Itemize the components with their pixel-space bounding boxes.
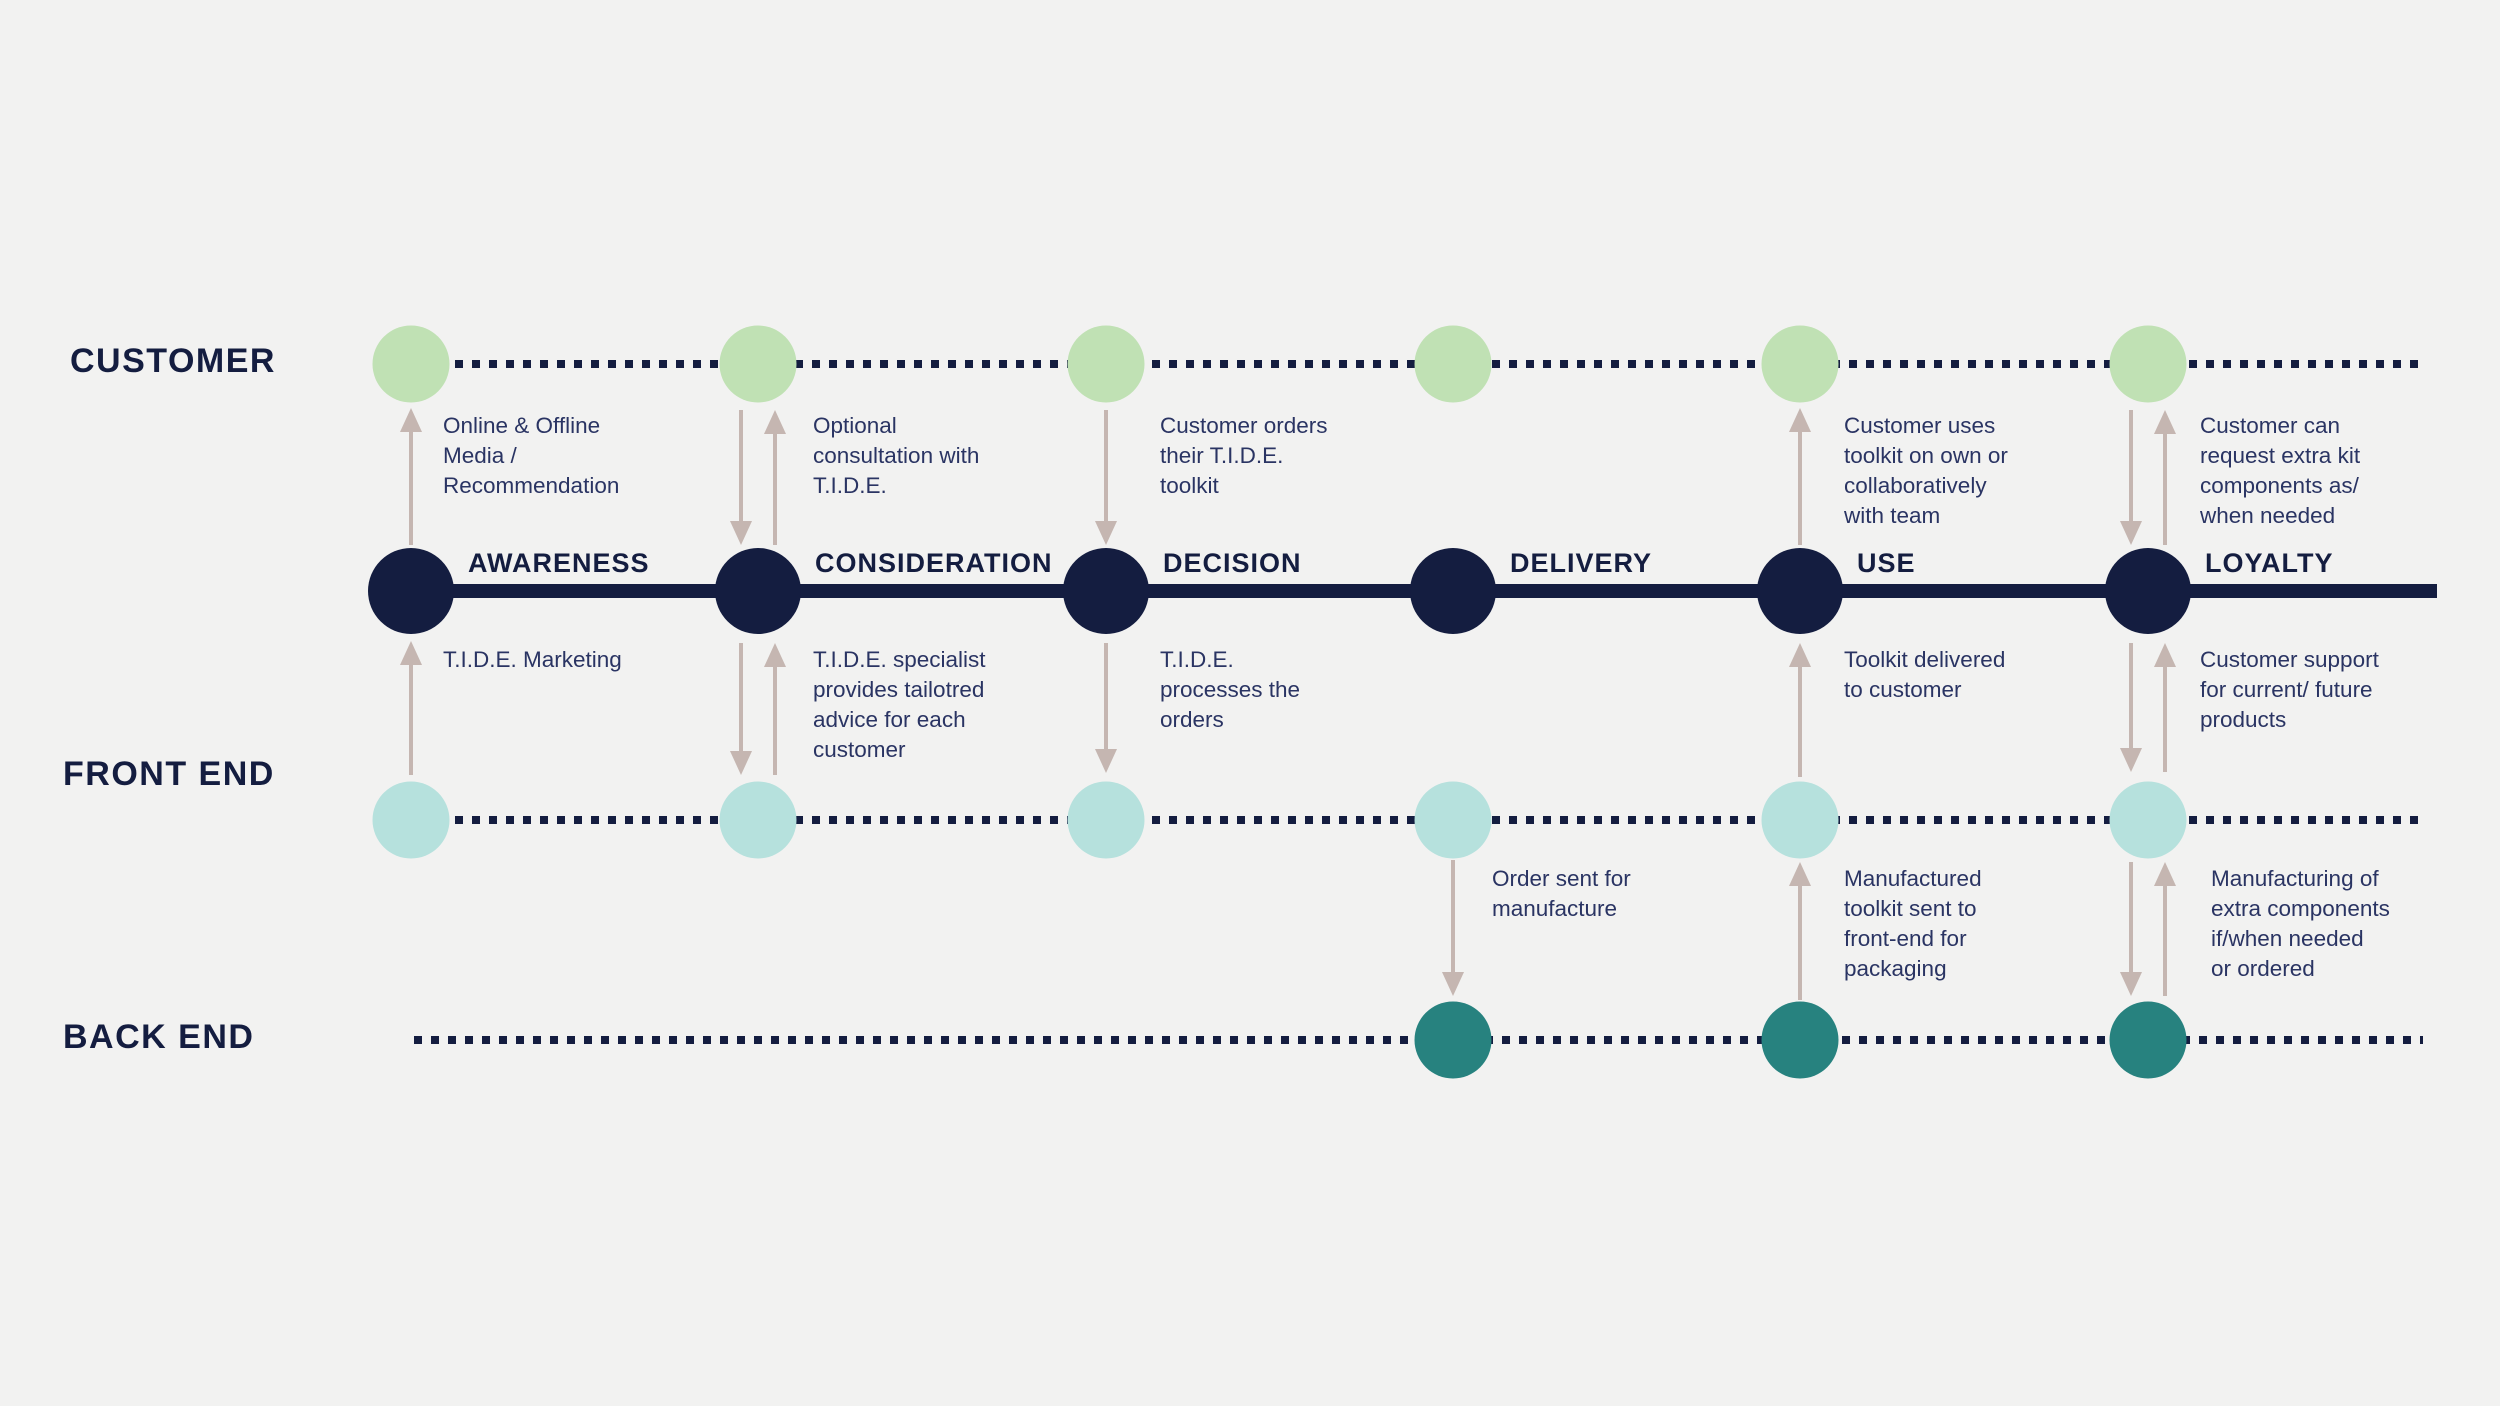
frontend-touchpoint-dot xyxy=(1761,781,1839,859)
annotation-text: T.I.D.E. specialist provides tailotred a… xyxy=(813,647,986,762)
arrow-up-icon xyxy=(400,408,422,545)
stage-label-consideration: CONSIDERATION xyxy=(815,548,1053,578)
annotation-text: Customer uses toolkit on own or collabor… xyxy=(1844,413,2008,528)
arrow-up-icon xyxy=(764,410,786,545)
arrow-up-icon xyxy=(2154,410,2176,545)
row-label-back-end: BACK END xyxy=(63,1018,255,1056)
annotation-text: Optional consultation with T.I.D.E. xyxy=(813,413,980,498)
row-label-customer: CUSTOMER xyxy=(70,342,276,380)
arrow-down-icon xyxy=(1095,643,1117,773)
stage-node-dot xyxy=(1063,548,1149,634)
backend-touchpoint-dot xyxy=(2109,1001,2187,1079)
stage-node-dot xyxy=(1757,548,1843,634)
arrow-up-icon xyxy=(1789,643,1811,777)
annotation-text: Customer support for current/ future pro… xyxy=(2200,647,2379,732)
stage-node-dot xyxy=(715,548,801,634)
backend-touchpoint-dot xyxy=(1761,1001,1839,1079)
customer-touchpoint-dot xyxy=(719,325,797,403)
annotation-text: Manufactured toolkit sent to front-end f… xyxy=(1844,866,1982,981)
annotation-text: Order sent for manufacture xyxy=(1492,866,1631,921)
backend-touchpoint-dot xyxy=(1414,1001,1492,1079)
frontend-touchpoint-dot xyxy=(719,781,797,859)
annotation-text: T.I.D.E. processes the orders xyxy=(1160,647,1301,732)
arrow-up-icon xyxy=(2154,862,2176,996)
arrow-down-icon xyxy=(1442,860,1464,996)
arrow-down-icon xyxy=(2120,643,2142,772)
arrow-up-icon xyxy=(1789,408,1811,545)
annotation-text: T.I.D.E. Marketing xyxy=(443,647,622,672)
arrow-up-icon xyxy=(2154,643,2176,772)
frontend-touchpoint-dot xyxy=(372,781,450,859)
stage-node-dot xyxy=(1410,548,1496,634)
annotation-text: Toolkit delivered to customer xyxy=(1844,647,2006,702)
stage-label-loyalty: LOYALTY xyxy=(2205,548,2334,578)
arrow-up-icon xyxy=(1789,862,1811,1000)
stage-node-dot xyxy=(2105,548,2191,634)
annotation-text: Manufacturing of extra components if/whe… xyxy=(2211,866,2390,981)
customer-touchpoint-dot xyxy=(2109,325,2187,403)
stage-node-dot xyxy=(368,548,454,634)
customer-touchpoint-dot xyxy=(372,325,450,403)
arrow-up-icon xyxy=(400,641,422,775)
customer-touchpoint-dot xyxy=(1067,325,1145,403)
stage-label-decision: DECISION xyxy=(1163,548,1302,578)
stage-label-awareness: AWARENESS xyxy=(468,548,650,578)
arrow-down-icon xyxy=(730,410,752,545)
annotation-text: Online & Offline Media / Recommendation xyxy=(443,413,620,498)
frontend-touchpoint-dot xyxy=(1067,781,1145,859)
arrow-up-icon xyxy=(764,643,786,775)
arrow-down-icon xyxy=(1095,410,1117,545)
arrow-down-icon xyxy=(730,643,752,775)
arrow-down-icon xyxy=(2120,410,2142,545)
customer-touchpoint-dot xyxy=(1761,325,1839,403)
customer-touchpoint-dot xyxy=(1414,325,1492,403)
arrow-down-icon xyxy=(2120,862,2142,996)
frontend-touchpoint-dot xyxy=(2109,781,2187,859)
stage-label-delivery: DELIVERY xyxy=(1510,548,1653,578)
row-label-front-end: FRONT END xyxy=(63,755,275,793)
annotation-text: Customer can request extra kit component… xyxy=(2200,413,2361,528)
frontend-touchpoint-dot xyxy=(1414,781,1492,859)
annotation-text: Customer orders their T.I.D.E. toolkit xyxy=(1160,413,1328,498)
stage-label-use: USE xyxy=(1857,548,1916,578)
